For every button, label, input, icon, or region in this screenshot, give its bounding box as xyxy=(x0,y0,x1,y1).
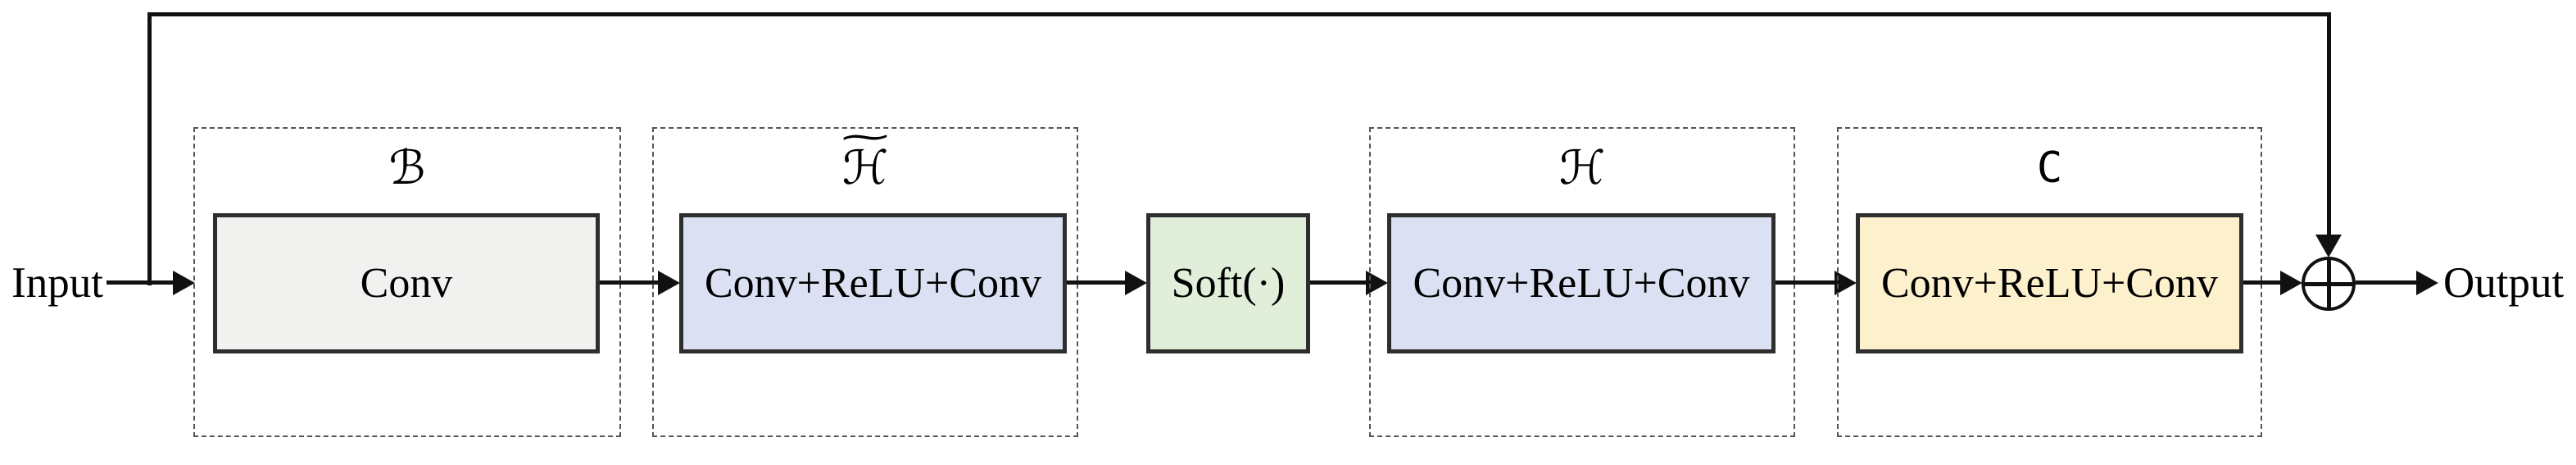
tilde-accent: ~ xyxy=(836,117,895,156)
soft-box: Soft(·) xyxy=(1146,213,1310,353)
conv-relu-conv-box-H: Conv+ReLU+Conv xyxy=(1387,213,1776,353)
input-label: Input xyxy=(11,259,103,307)
skip-connection-line-right xyxy=(2327,12,2331,236)
group-container-Htilde: ~ ℋ xyxy=(652,117,1078,437)
skip-connection-line-top xyxy=(147,12,2331,16)
plus-vertical-bar xyxy=(2326,260,2331,308)
group-label-B: ℬ xyxy=(195,139,619,198)
group-label-C: C xyxy=(1839,139,2261,198)
script-B-glyph: ℬ xyxy=(388,140,426,195)
conv-relu-conv-box-H-text: Conv+ReLU+Conv xyxy=(1413,259,1750,307)
script-H-glyph: ℋ xyxy=(1558,140,1606,195)
arrow-line-B-to-Htilde xyxy=(600,280,659,285)
skip-connection-line-left xyxy=(147,12,152,285)
script-Htilde-glyph: ~ ℋ xyxy=(836,117,895,195)
input-arrowhead-icon xyxy=(173,271,195,295)
conv-box-B: Conv xyxy=(213,213,600,353)
conv-relu-conv-box-C-text: Conv+ReLU+Conv xyxy=(1880,259,2219,307)
arrow-line-H-to-C xyxy=(1776,280,1835,285)
arrowhead-B-to-Htilde-icon xyxy=(658,271,680,295)
output-label: Output xyxy=(2443,259,2565,307)
input-arrow-line xyxy=(107,280,174,285)
arrowhead-Htilde-to-soft-icon xyxy=(1125,271,1147,295)
soft-box-text: Soft(·) xyxy=(1171,259,1286,307)
mono-C-glyph: C xyxy=(2036,144,2063,193)
conv-relu-conv-box-C: Conv+ReLU+Conv xyxy=(1856,213,2243,353)
arrow-line-C-to-sum xyxy=(2243,280,2281,285)
conv-relu-conv-box-Htilde: Conv+ReLU+Conv xyxy=(679,213,1067,353)
conv-relu-conv-box-Htilde-text: Conv+ReLU+Conv xyxy=(704,259,1042,307)
output-arrowhead-icon xyxy=(2416,271,2438,295)
output-arrow-line xyxy=(2356,280,2417,285)
circled-plus-icon xyxy=(2302,257,2356,311)
skip-connection-arrowhead-icon xyxy=(2315,235,2342,258)
conv-box-B-text: Conv xyxy=(360,259,453,307)
arrow-line-soft-to-H xyxy=(1310,280,1367,285)
arrowhead-C-to-sum-icon xyxy=(2280,271,2302,295)
arrow-line-Htilde-to-soft xyxy=(1067,280,1126,285)
group-label-Htilde: ~ ℋ xyxy=(654,117,1077,198)
group-label-H: ℋ xyxy=(1371,139,1794,198)
